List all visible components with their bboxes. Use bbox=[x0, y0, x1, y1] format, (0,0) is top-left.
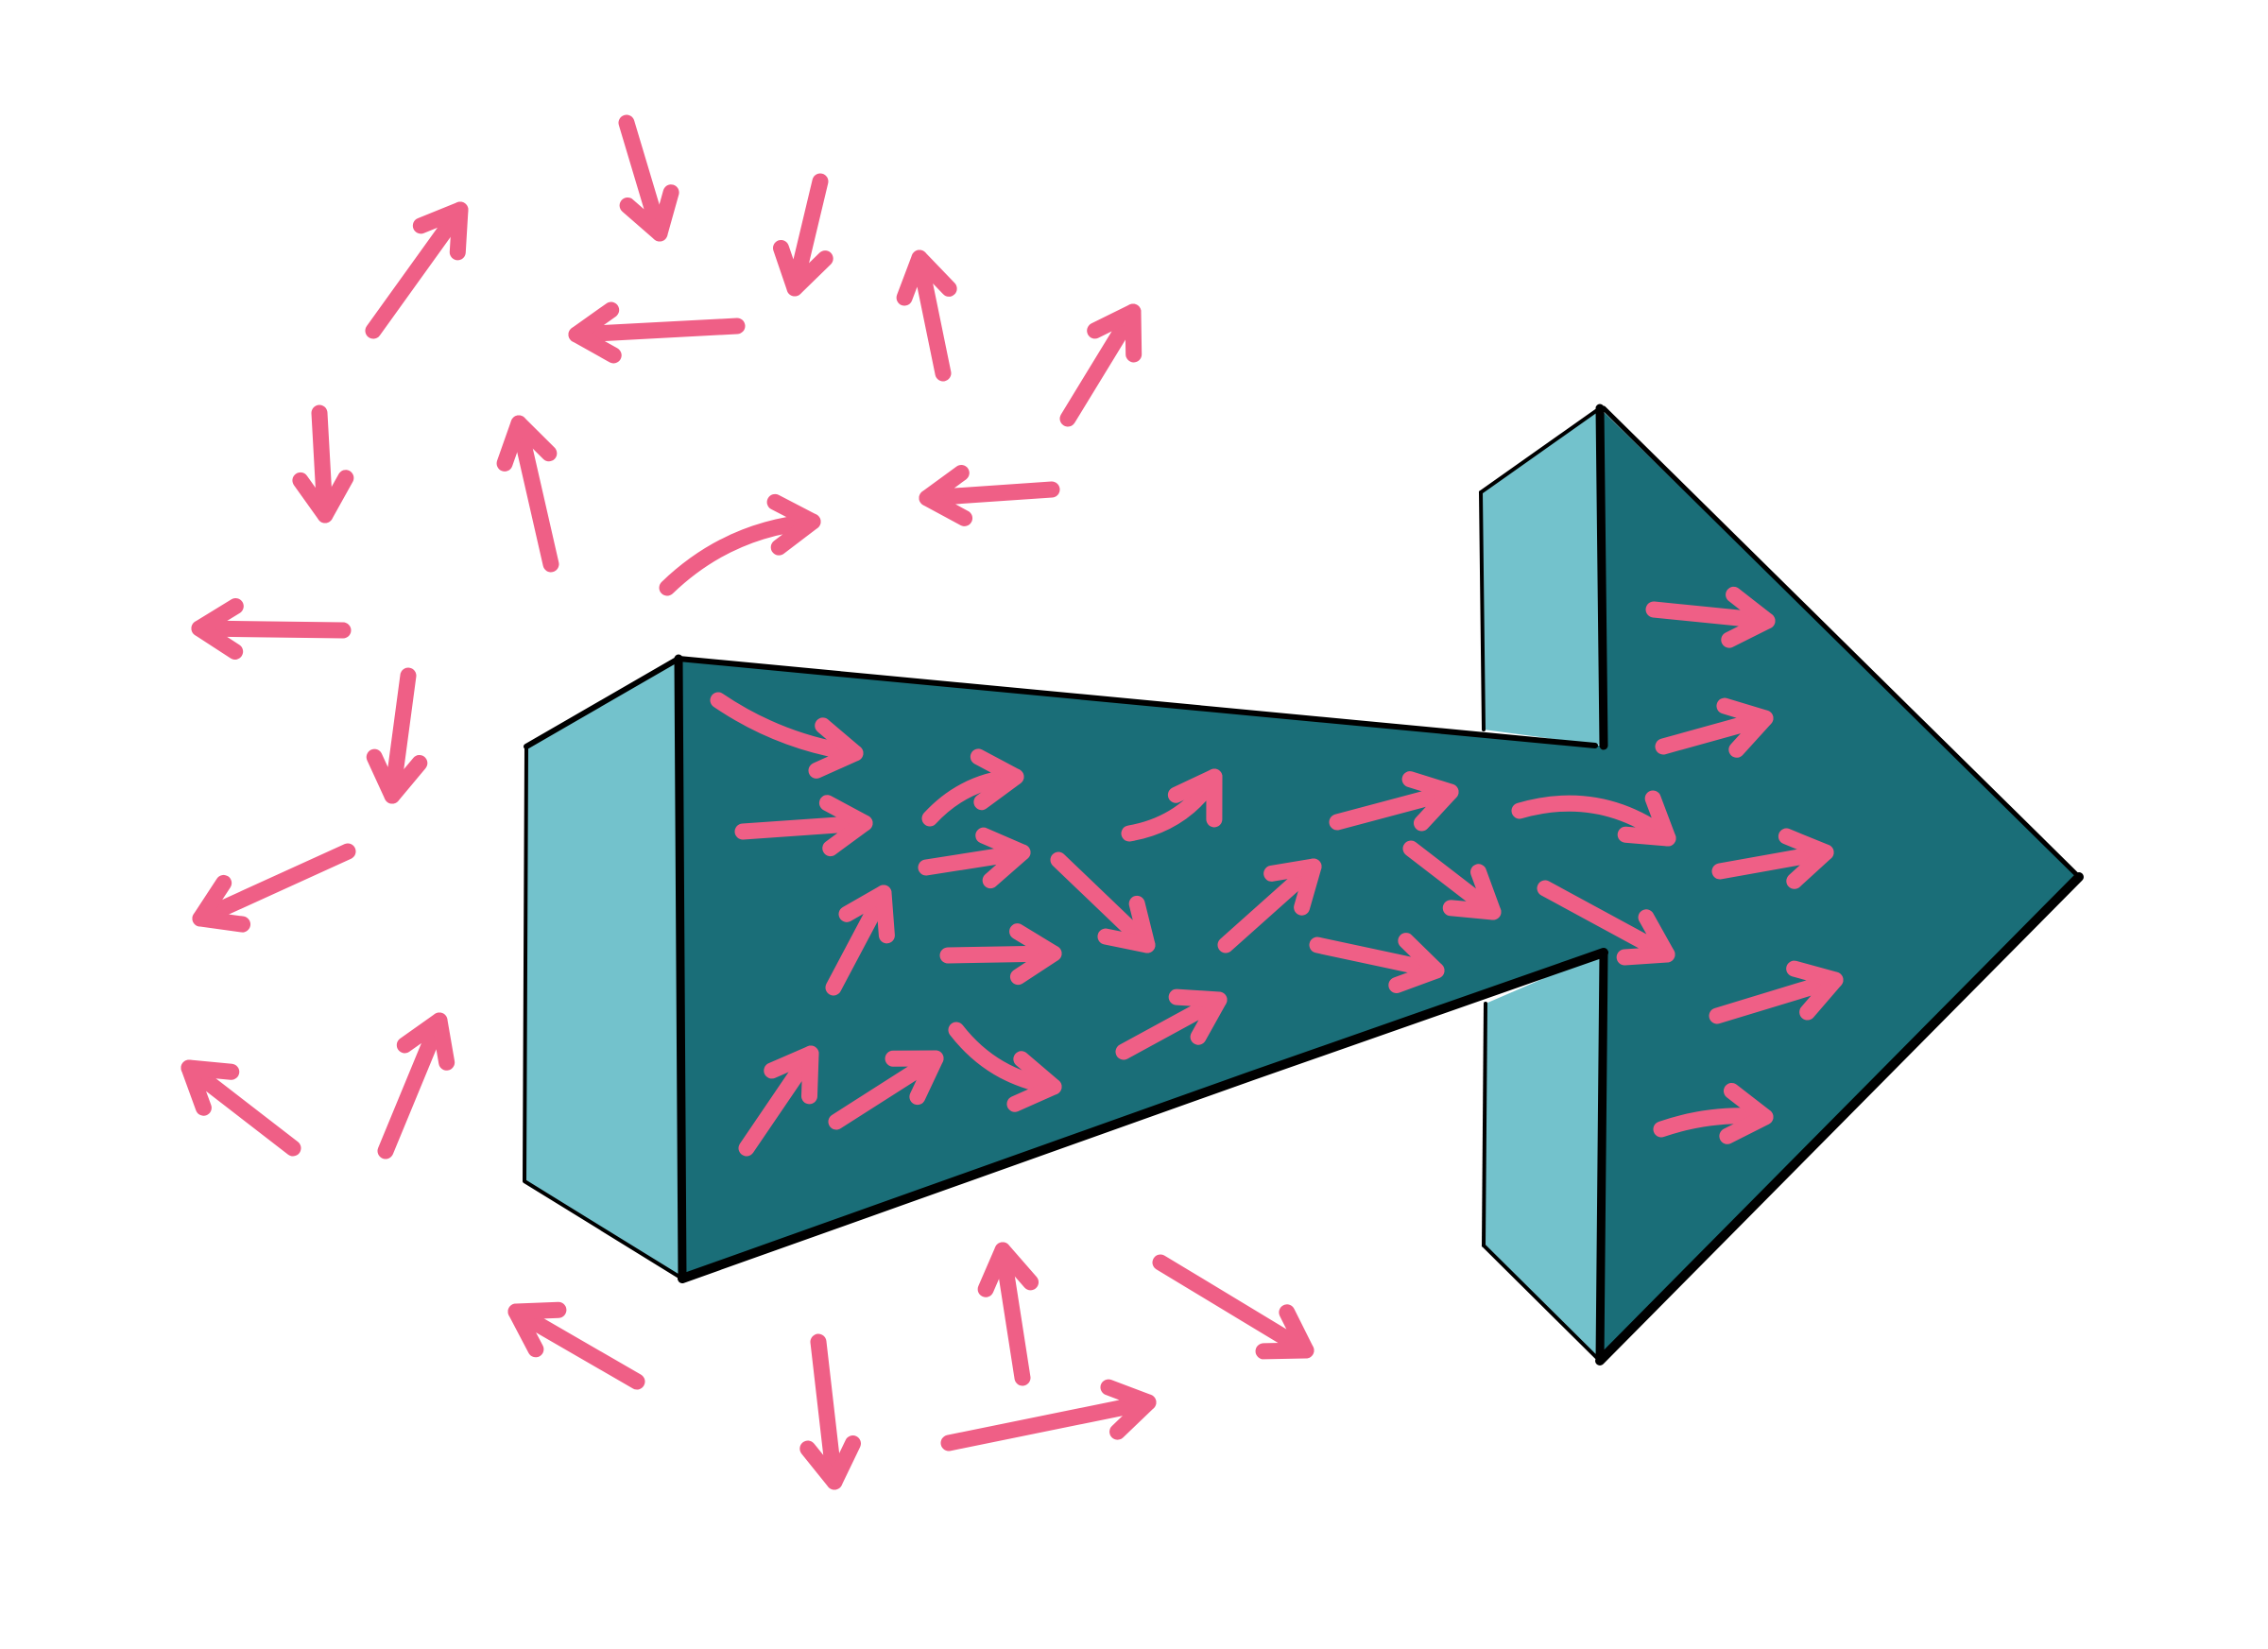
scattered-arrow-icon bbox=[977, 1242, 1040, 1386]
scattered-arrow-icon bbox=[772, 173, 833, 297]
aligned-arrow-icon bbox=[828, 1050, 944, 1130]
scattered-arrow-icon bbox=[292, 404, 354, 524]
aligned-arrow-icon bbox=[918, 827, 1031, 889]
aligned-arrow-icon bbox=[1217, 858, 1322, 953]
aligned-arrow-icon bbox=[738, 1045, 819, 1157]
aligned-arrow-icon bbox=[1653, 1082, 1774, 1144]
arrow-lower-notch-face bbox=[1484, 953, 1604, 1361]
scattered-arrow-icon bbox=[377, 1012, 455, 1159]
scattered-arrow-icon bbox=[192, 843, 356, 933]
scattered-arrow-icon bbox=[365, 201, 469, 339]
arrow-tail-side-face bbox=[524, 659, 682, 1279]
aligned-arrow-icon bbox=[1050, 851, 1156, 953]
aligned-arrow-icon bbox=[939, 923, 1062, 986]
aligned-arrow-icon bbox=[825, 885, 895, 996]
arrow-outline bbox=[523, 404, 2084, 1366]
aligned-arrow-icon bbox=[1537, 880, 1675, 966]
scattered-arrow-icon bbox=[568, 301, 746, 364]
scattered-arrow-icon bbox=[191, 598, 352, 660]
scattered-arrow-icon bbox=[496, 415, 559, 573]
aligned-arrow-icon bbox=[734, 795, 873, 857]
scattered-arrows-group bbox=[180, 114, 1314, 1490]
scattered-arrow-icon bbox=[507, 1301, 645, 1390]
aligned-arrow-icon bbox=[1402, 840, 1502, 920]
aligned-arrow-icon bbox=[1511, 790, 1676, 847]
scattered-arrow-icon bbox=[1152, 1254, 1314, 1360]
aligned-arrow-icon bbox=[1711, 828, 1834, 889]
aligned-arrow-icon bbox=[710, 692, 864, 779]
aligned-arrow-icon bbox=[948, 1022, 1062, 1112]
scattered-arrow-icon bbox=[618, 114, 679, 242]
aligned-arrow-icon bbox=[1329, 771, 1459, 832]
scattered-arrow-icon bbox=[896, 249, 957, 382]
scattered-arrow-icon bbox=[940, 1379, 1157, 1451]
scattered-arrow-icon bbox=[1059, 303, 1143, 427]
scattered-arrow-icon bbox=[659, 493, 821, 596]
arrow-upper-notch-face bbox=[1481, 408, 1604, 746]
scattered-arrow-icon bbox=[366, 667, 428, 804]
aligned-arrow-icon bbox=[1645, 586, 1776, 648]
arrow-front-face bbox=[679, 408, 2079, 1361]
aligned-arrow-icon bbox=[921, 748, 1024, 827]
aligned-arrow-icon bbox=[1121, 768, 1223, 842]
aligned-arrows-group bbox=[710, 586, 1844, 1157]
aligned-arrow-icon bbox=[1655, 697, 1774, 758]
scattered-arrow-icon bbox=[180, 1059, 301, 1157]
aligned-arrow-icon bbox=[1115, 988, 1228, 1060]
scattered-arrow-icon bbox=[919, 464, 1060, 526]
aligned-arrow-icon bbox=[1309, 933, 1445, 994]
aligned-arrow-icon bbox=[1709, 960, 1844, 1024]
scattered-arrow-icon bbox=[799, 1333, 862, 1490]
